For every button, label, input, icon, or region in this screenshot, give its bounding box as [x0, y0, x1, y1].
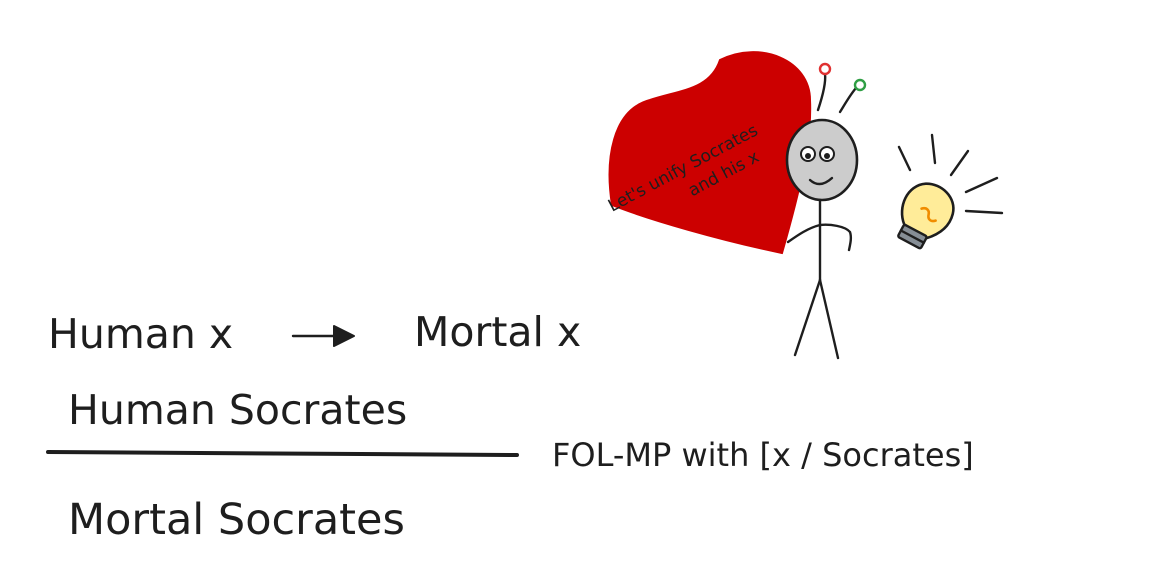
smile [808, 176, 834, 186]
formula-antecedent: Human x [48, 310, 233, 358]
premise: Human Socrates [68, 386, 407, 434]
formula-consequent: Mortal x [414, 308, 581, 356]
antenna-left-tip [818, 62, 832, 76]
implication-arrow-icon [291, 325, 355, 347]
leg-right [818, 278, 840, 360]
conclusion: Mortal Socrates [68, 495, 405, 545]
ray-3 [949, 149, 970, 177]
eye-right-pupil [824, 153, 830, 159]
ray-1 [897, 145, 912, 172]
lightbulb-icon [897, 133, 1004, 250]
bulb-base-thread [899, 229, 926, 244]
antenna-right [838, 86, 858, 114]
stick-figure [785, 62, 867, 360]
leg-left [793, 278, 822, 357]
bulb-filament [920, 206, 937, 223]
antenna-left [816, 72, 827, 112]
ray-4 [964, 176, 999, 194]
ray-2 [930, 133, 937, 165]
ray-5 [964, 209, 1004, 215]
heart-shape [608, 51, 812, 255]
rule-label: FOL-MP with [x / Socrates] [552, 436, 974, 474]
eye-left-pupil [805, 153, 811, 159]
inference-line [46, 450, 519, 457]
arm-left [786, 223, 822, 244]
antenna-right-tip [853, 78, 867, 92]
arm-right [818, 223, 853, 252]
